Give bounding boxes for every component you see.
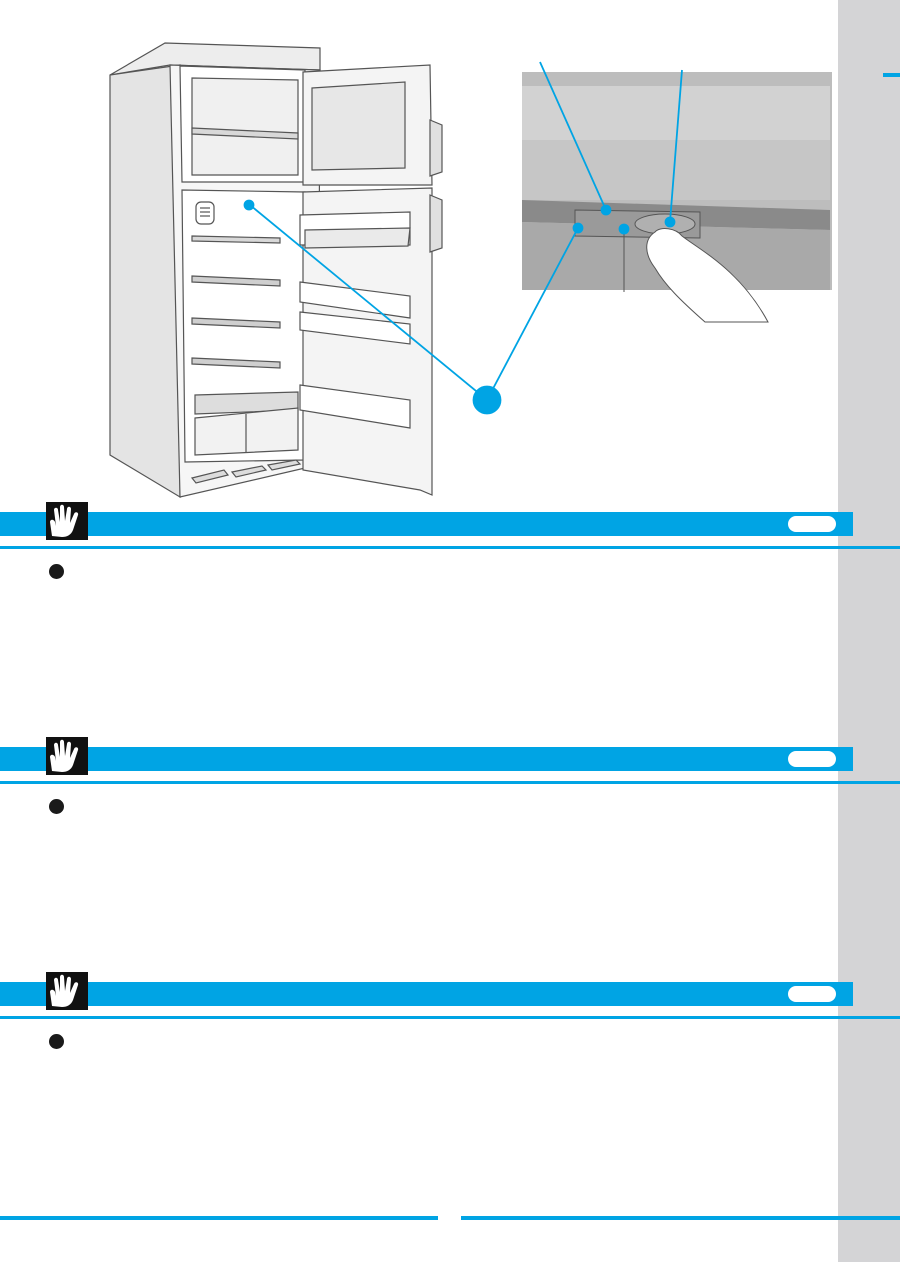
section-badge <box>788 516 836 532</box>
section-header-bar <box>0 747 853 771</box>
fridge-cabinet <box>109 42 321 499</box>
hand-icon <box>46 502 88 540</box>
section-badge <box>788 986 836 1002</box>
section-header-bar <box>0 982 853 1006</box>
section-rule <box>0 546 900 549</box>
control-panel-detail <box>522 72 832 323</box>
section-rule <box>0 1016 900 1019</box>
hand-icon <box>46 737 88 775</box>
section-rule <box>0 781 900 784</box>
side-tab <box>838 0 900 1262</box>
callout-lines <box>243 61 683 415</box>
bullet-icon <box>49 564 64 579</box>
section-1 <box>0 502 900 579</box>
bullet-icon <box>49 799 64 814</box>
section-2 <box>0 737 900 814</box>
footer-rule-right <box>461 1216 900 1220</box>
fridge-doors <box>299 64 443 496</box>
section-3 <box>0 972 900 1049</box>
section-badge <box>788 751 836 767</box>
hand-icon <box>46 972 88 1010</box>
side-tab-accent <box>883 73 900 77</box>
section-header-bar <box>0 512 853 536</box>
fridge-illustration <box>109 42 832 499</box>
bullet-icon <box>49 1034 64 1049</box>
footer-rule-left <box>0 1216 438 1220</box>
